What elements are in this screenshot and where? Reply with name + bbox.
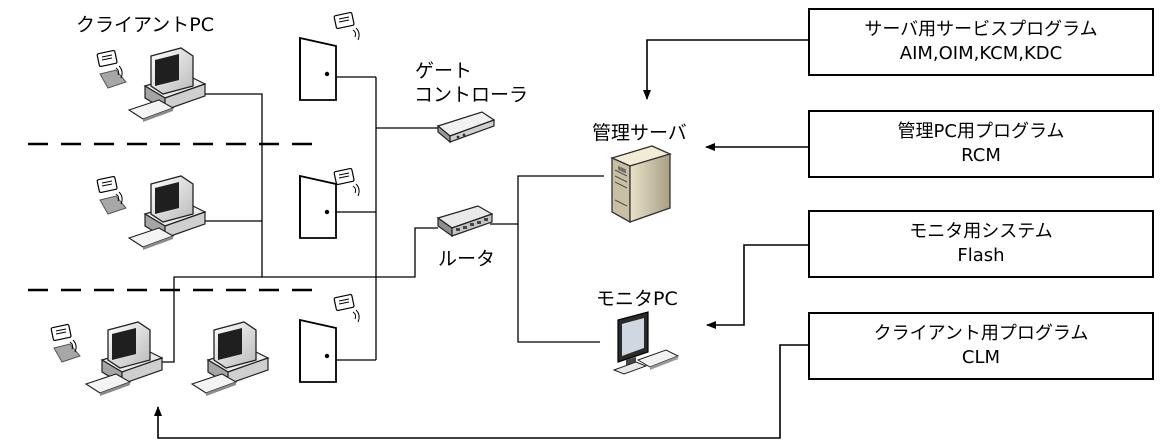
client-pc-label: クライアントPC xyxy=(76,14,214,36)
desktop-pc-icon xyxy=(190,321,270,396)
monitor-system-box: モニタ用システム Flash xyxy=(808,210,1154,278)
box-subtitle: AIM,OIM,KCM,KDC xyxy=(899,43,1063,64)
router-label: ルータ xyxy=(438,248,496,270)
router-icon xyxy=(436,205,494,238)
id-card-reader-icon xyxy=(96,175,127,215)
server-tower-icon xyxy=(610,145,672,224)
monitor-pc-label: モニタPC xyxy=(596,288,678,310)
client-program-box: クライアント用プログラム CLM xyxy=(808,312,1154,380)
box-title: モニタ用システム xyxy=(909,221,1053,242)
id-card-reader-icon xyxy=(333,167,360,197)
management-server-label: 管理サーバ xyxy=(592,122,687,144)
gate-controller-label-line1: ゲート xyxy=(415,60,473,82)
box-title: 管理PC用プログラム xyxy=(897,121,1065,142)
box-title: クライアント用プログラム xyxy=(873,323,1089,344)
client-pc-icons xyxy=(84,47,270,396)
door-icon xyxy=(299,174,337,239)
desktop-pc-icon xyxy=(84,321,164,396)
gate-controller-label-line2: コントローラ xyxy=(414,84,529,106)
gate-controller-icon xyxy=(436,111,496,144)
door-icon xyxy=(299,36,337,101)
arrows xyxy=(154,39,808,439)
door-icon xyxy=(299,318,337,383)
monitor-pc-icon xyxy=(612,311,680,375)
box-subtitle: Flash xyxy=(957,245,1005,266)
box-subtitle: CLM xyxy=(961,347,1001,368)
desktop-pc-icon xyxy=(127,47,207,122)
id-card-reader-icon xyxy=(96,49,127,89)
id-card-reader-icon xyxy=(333,11,360,41)
box-subtitle: RCM xyxy=(961,145,1001,166)
desktop-pc-icon xyxy=(127,175,207,250)
dashed-separators xyxy=(28,142,312,292)
door-icons xyxy=(299,36,337,383)
server-program-box: サーバ用サービスプログラム AIM,OIM,KCM,KDC xyxy=(808,8,1154,76)
card-reader-icons xyxy=(50,11,360,363)
admin-program-box: 管理PC用プログラム RCM xyxy=(808,110,1154,178)
box-title: サーバ用サービスプログラム xyxy=(864,19,1098,40)
id-card-reader-icon xyxy=(333,293,360,323)
connection-lines xyxy=(148,76,604,363)
id-card-reader-icon xyxy=(50,323,81,363)
